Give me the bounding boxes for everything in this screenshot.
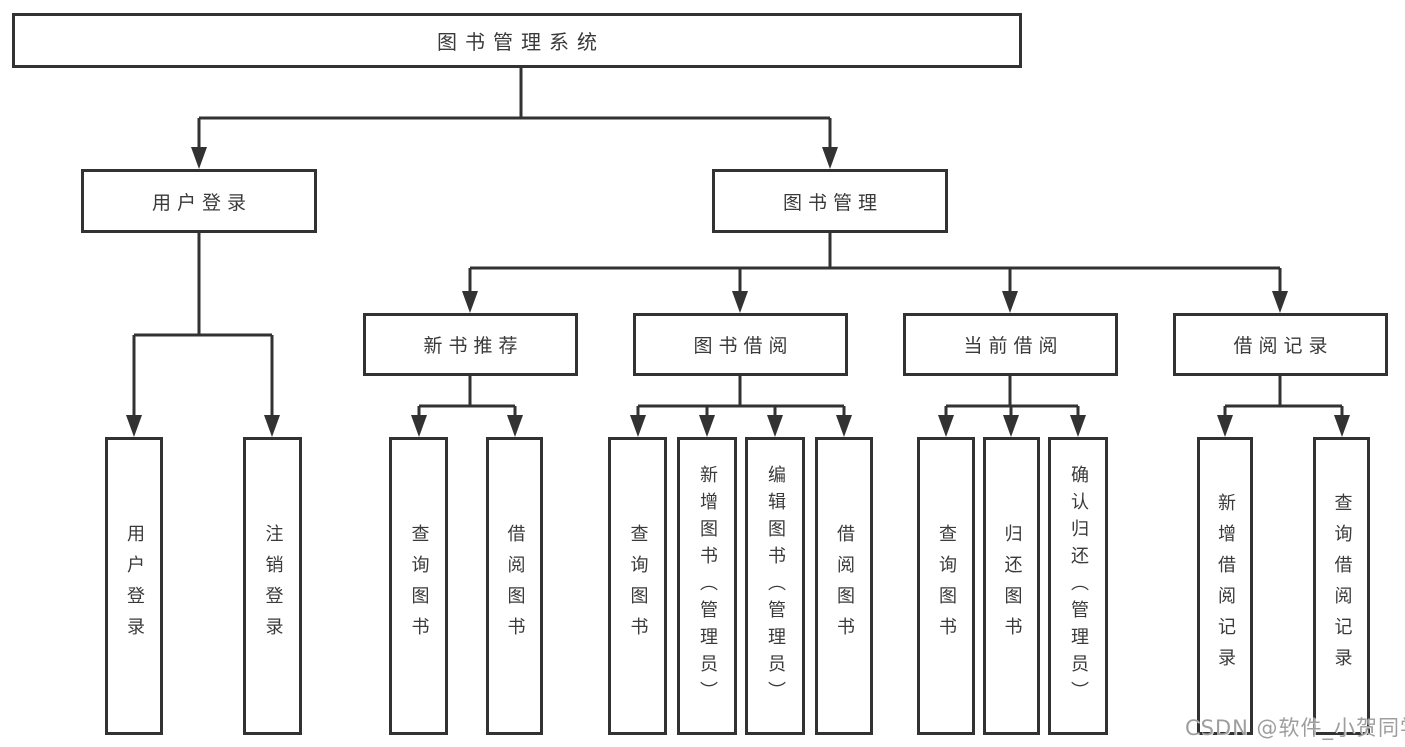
node-borrowing-records: 借阅记录 — [1173, 313, 1388, 376]
arrowheads — [126, 147, 1350, 437]
node-leaf-query-borrow-record: 查询借阅记录 — [1313, 437, 1370, 735]
node-book-borrowing: 图书借阅 — [633, 313, 848, 376]
arrowhead-icon — [836, 415, 852, 437]
node-label: 确认归还（管理员） — [1068, 464, 1089, 708]
node-leaf-query-books-borrowing: 查询图书 — [608, 437, 667, 735]
arrowhead-icon — [1003, 415, 1019, 437]
arrowhead-icon — [630, 415, 646, 437]
arrowhead-icon — [732, 291, 748, 313]
arrowhead-icon — [822, 147, 838, 169]
node-label: 当前借阅 — [963, 335, 1064, 357]
node-label: 图书管理 — [782, 191, 883, 214]
node-label: 借阅图书 — [504, 524, 526, 648]
node-label: 借阅图书 — [834, 524, 855, 648]
node-book-management: 图书管理 — [712, 169, 948, 233]
node-leaf-edit-books-admin: 编辑图书（管理员） — [745, 437, 805, 735]
arrowhead-icon — [767, 415, 783, 437]
arrowhead-icon — [1272, 291, 1288, 313]
arrowhead-icon — [699, 415, 715, 437]
csdn-watermark: CSDN @软件_小贺同学 — [1185, 716, 1405, 740]
node-label: 编辑图书（管理员） — [765, 464, 786, 708]
arrowhead-icon — [264, 415, 280, 437]
node-library-management-system: 图书管理系统 — [12, 13, 1022, 68]
arrowhead-icon — [126, 415, 142, 437]
node-label: 新增图书（管理员） — [697, 464, 718, 708]
node-leaf-borrow-books-borrowing: 借阅图书 — [815, 437, 873, 735]
node-label: 用户登录 — [124, 524, 145, 648]
node-label: 查询图书 — [408, 524, 430, 648]
arrowhead-icon — [462, 291, 478, 313]
node-label: 借阅记录 — [1233, 335, 1334, 357]
node-label: 归还图书 — [1001, 524, 1023, 648]
node-leaf-confirm-return-admin: 确认归还（管理员） — [1048, 437, 1108, 735]
node-user-login: 用户登录 — [81, 169, 317, 233]
node-label: 查询借阅记录 — [1331, 493, 1353, 679]
node-leaf-borrow-books-recommend: 借阅图书 — [486, 437, 543, 735]
arrowhead-icon — [1002, 291, 1018, 313]
node-leaf-add-books-admin: 新增图书（管理员） — [677, 437, 737, 735]
node-leaf-query-books-current: 查询图书 — [917, 437, 975, 735]
node-current-borrowing: 当前借阅 — [903, 313, 1118, 376]
node-new-book-recommendation: 新书推荐 — [363, 313, 578, 376]
node-label: 查询图书 — [936, 524, 957, 648]
node-label: 图书管理系统 — [437, 30, 605, 54]
node-label: 注销登录 — [262, 524, 284, 648]
arrowhead-icon — [191, 147, 207, 169]
arrowhead-icon — [938, 415, 954, 437]
node-label: 新增借阅记录 — [1215, 493, 1236, 679]
arrowhead-icon — [1334, 415, 1350, 437]
arrowhead-icon — [1070, 415, 1086, 437]
node-label: 查询图书 — [627, 524, 649, 648]
node-leaf-add-borrow-record: 新增借阅记录 — [1197, 437, 1253, 735]
node-leaf-user-login: 用户登录 — [105, 437, 163, 735]
arrowhead-icon — [1217, 415, 1233, 437]
node-label: 用户登录 — [151, 191, 252, 214]
node-label: 新书推荐 — [423, 335, 524, 357]
arrowhead-icon — [507, 415, 523, 437]
node-leaf-query-books-recommend: 查询图书 — [389, 437, 448, 735]
node-leaf-return-books: 归还图书 — [983, 437, 1040, 735]
arrowhead-icon — [411, 415, 427, 437]
node-label: 图书借阅 — [693, 335, 794, 357]
node-leaf-logout: 注销登录 — [243, 437, 302, 735]
